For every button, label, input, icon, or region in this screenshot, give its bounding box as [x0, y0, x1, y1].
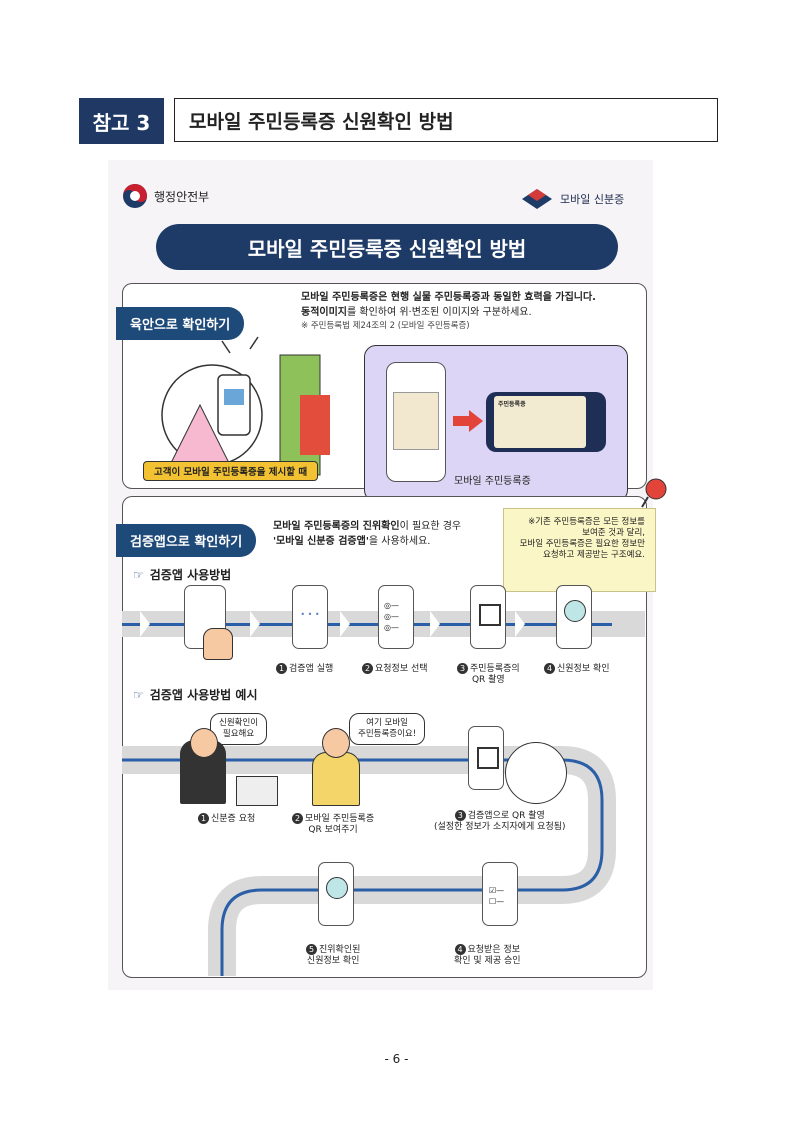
note-line-3: 모바일 주민등록증은 필요한 정보만	[519, 539, 645, 549]
id-card-horizontal: 주민등록증	[494, 396, 586, 448]
authenticity-text: 모바일 주민등록증의 진위확인	[273, 521, 400, 532]
visual-check-tag: 육안으로 확인하기	[116, 307, 245, 340]
step4-phone	[470, 585, 506, 649]
app-check-line1: 모바일 주민등록증의 진위확인이 필요한 경우	[273, 520, 461, 533]
note-line-2: 보여준 것과 달리,	[582, 528, 645, 538]
ministry-logo: 행정안전부	[122, 183, 209, 209]
mobile-id-icon	[522, 189, 552, 209]
poster-title: 모바일 주민등록증 신원확인 방법	[156, 224, 618, 270]
step5-phone	[556, 585, 592, 649]
rail-chevron	[515, 611, 525, 637]
info-note: ※기존 주민등록증은 모든 정보를 보여준 것과 달리, 모바일 주민등록증은 …	[503, 508, 656, 592]
app-name: 모바일 신분증	[560, 193, 625, 206]
visual-check-line1: 모바일 주민등록증은 현행 실물 주민등록증과 동일한 효력을 가집니다.	[301, 292, 596, 303]
zoom-circle	[505, 742, 567, 804]
id-card-vertical	[393, 392, 439, 450]
app-logo: 모바일 신분증	[520, 187, 624, 211]
profile-icon	[564, 600, 586, 622]
laptop	[236, 776, 278, 806]
page-number: - 6 -	[384, 1052, 409, 1066]
app-check-line1-rest: 이 필요한 경우	[399, 521, 462, 532]
usage-title-text: 검증앱 사용방법	[149, 568, 232, 582]
rail-chevron	[430, 611, 440, 637]
step3-phone: ◎—◎—◎—	[378, 585, 414, 649]
pointing-hand-icon: ☞	[133, 567, 144, 582]
pointing-hand-icon: ☞	[133, 687, 144, 702]
rail-chevron	[340, 611, 350, 637]
example-result-phone	[318, 862, 354, 926]
taegeuk-icon	[123, 184, 147, 208]
dynamic-image-text: 동적이미지	[301, 307, 347, 318]
customer-caption: 고객이 모바일 주민등록증을 제시할 때	[143, 461, 319, 481]
example-scan-phone	[468, 726, 504, 790]
example-title: ☞ 검증앱 사용방법 예시	[133, 686, 257, 703]
app-check-tag: 검증앱으로 확인하기	[116, 524, 257, 557]
hand-icon	[203, 628, 233, 660]
law-reference: ※ 주민등록법 제24조의 2 (모바일 주민등록증)	[301, 321, 470, 331]
customer-illustration	[161, 336, 330, 476]
usage-track-line	[122, 623, 612, 626]
arrow-right-icon	[453, 410, 483, 432]
visual-check-line2: 동적이미지를 확인하여 위·변조된 이미지와 구분하세요.	[301, 306, 532, 319]
id-card-title: 주민등록증	[498, 401, 526, 408]
page-title: 모바일 주민등록증 신원확인 방법	[174, 98, 718, 142]
verifier-app-name: '모바일 신분증 검증앱'	[273, 536, 369, 547]
qr-icon	[477, 747, 499, 769]
staff-head	[190, 728, 218, 758]
visual-check-line2-rest: 를 확인하여 위·변조된 이미지와 구분하세요.	[347, 307, 532, 318]
rail-chevron	[250, 611, 260, 637]
ministry-name: 행정안전부	[154, 189, 210, 204]
app-check-line2: '모바일 신분증 검증앱'을 사용하세요.	[273, 535, 430, 548]
example-rail	[122, 746, 616, 976]
reference-badge: 참고 3	[79, 98, 164, 144]
usage-title: ☞ 검증앱 사용방법	[133, 566, 231, 583]
qr-icon	[479, 604, 501, 626]
customer-figure	[312, 752, 360, 806]
app-check-line2-rest: 을 사용하세요.	[368, 536, 431, 547]
customer-head	[322, 728, 350, 758]
example-title-text: 검증앱 사용방법 예시	[149, 688, 258, 702]
step2-phone: • • •	[292, 585, 328, 649]
pushpin-icon	[641, 478, 667, 508]
rail-chevron	[140, 611, 150, 637]
mobile-id-caption: 모바일 주민등록증	[454, 476, 531, 487]
note-line-1: ※기존 주민등록증은 모든 정보를	[528, 517, 645, 527]
example-approve-phone: ☑—☐—	[482, 862, 518, 926]
note-line-4: 요청하고 제공받는 구조예요.	[543, 550, 645, 560]
profile-icon	[326, 877, 348, 899]
